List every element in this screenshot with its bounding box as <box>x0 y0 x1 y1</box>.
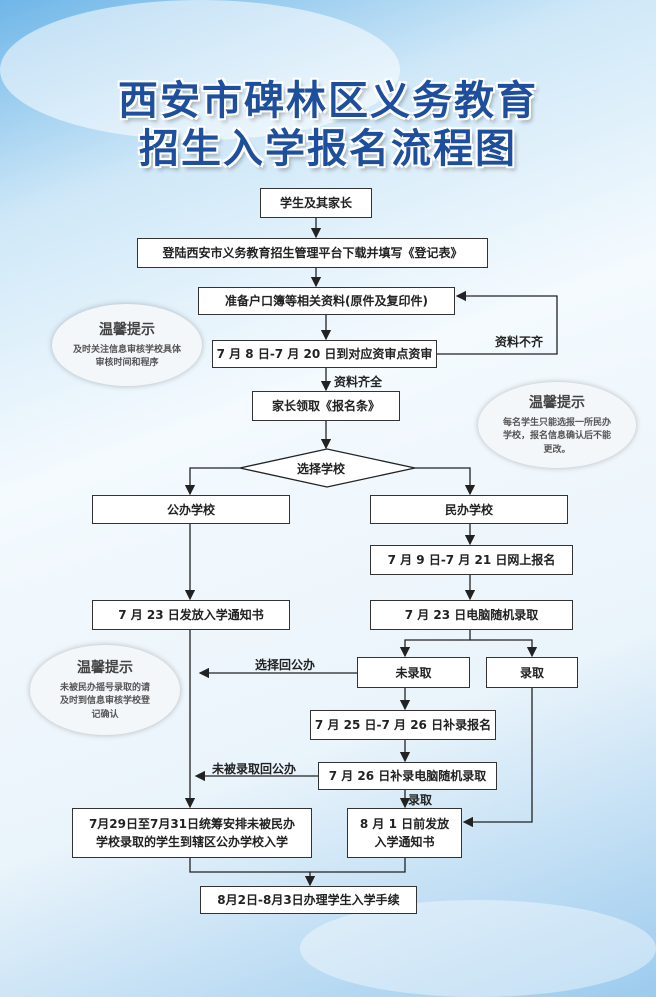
label-complete: 资料齐全 <box>334 375 383 389</box>
tip-title: 温馨提示 <box>529 394 585 411</box>
step-not-admitted: 未录取 <box>357 657 470 688</box>
step-private-school: 民办学校 <box>370 495 568 524</box>
step-get-registration-slip: 家长领取《报名条》 <box>252 391 400 421</box>
background-wave <box>300 900 656 997</box>
background-wave <box>0 0 400 140</box>
tip-cloud-3: 温馨提示 未被民办摇号录取的请及时到信息审核学校登记确认 <box>30 645 180 735</box>
step-public-school: 公办学校 <box>92 495 290 524</box>
tip-text: 及时关注信息审核学校具体审核时间和程序 <box>72 344 181 369</box>
step-arrange-public: 7月29日至7月31日统筹安排未被民办学校录取的学生到辖区公办学校入学 <box>72 808 312 858</box>
step-register-download: 登陆西安市义务教育招生管理平台下载并填写《登记表》 <box>137 238 488 268</box>
step-private-admission-notice: 8 月 1 日前发放入学通知书 <box>347 808 462 858</box>
tip-cloud-2: 温馨提示 每名学生只能选报一所民办学校，报名信息确认后不能更改。 <box>478 382 636 468</box>
step-computer-lottery: 7 月 23 日电脑随机录取 <box>370 600 573 630</box>
tip-cloud-1: 温馨提示 及时关注信息审核学校具体审核时间和程序 <box>52 304 202 386</box>
step-supplementary-lottery: 7 月 26 日补录电脑随机录取 <box>318 762 497 790</box>
step-document-review: 7 月 8 日-7 月 20 日到对应资审点资审 <box>212 340 437 368</box>
step-enrollment-procedures: 8月2日-8月3日办理学生入学手续 <box>200 886 417 914</box>
step-prepare-documents: 准备户口簿等相关资料(原件及复印件) <box>198 287 455 315</box>
tip-text: 未被民办摇号录取的请及时到信息审核学校登记确认 <box>59 682 150 720</box>
tip-text: 每名学生只能选报一所民办学校，报名信息确认后不能更改。 <box>502 417 611 455</box>
step-online-registration: 7 月 9 日-7 月 21 日网上报名 <box>370 545 573 575</box>
title-line-2: 招生入学报名流程图 <box>139 125 517 172</box>
title-line-1: 西安市碑林区义务教育 <box>118 77 538 124</box>
step-supplementary-registration: 7 月 25 日-7 月 26 日补录报名 <box>310 710 496 740</box>
decision-choose-school: 选择学校 <box>297 462 346 476</box>
step-public-admission-notice: 7 月 23 日发放入学通知书 <box>92 600 290 630</box>
label-not-admitted-back: 未被录取回公办 <box>212 762 297 776</box>
label-incomplete: 资料不齐 <box>495 335 544 349</box>
step-student-parent: 学生及其家长 <box>260 188 372 218</box>
label-back-public: 选择回公办 <box>255 658 316 672</box>
step-admitted: 录取 <box>486 657 578 688</box>
tip-title: 温馨提示 <box>99 321 155 338</box>
label-admitted: 录取 <box>408 793 433 807</box>
tip-title: 温馨提示 <box>77 659 133 676</box>
